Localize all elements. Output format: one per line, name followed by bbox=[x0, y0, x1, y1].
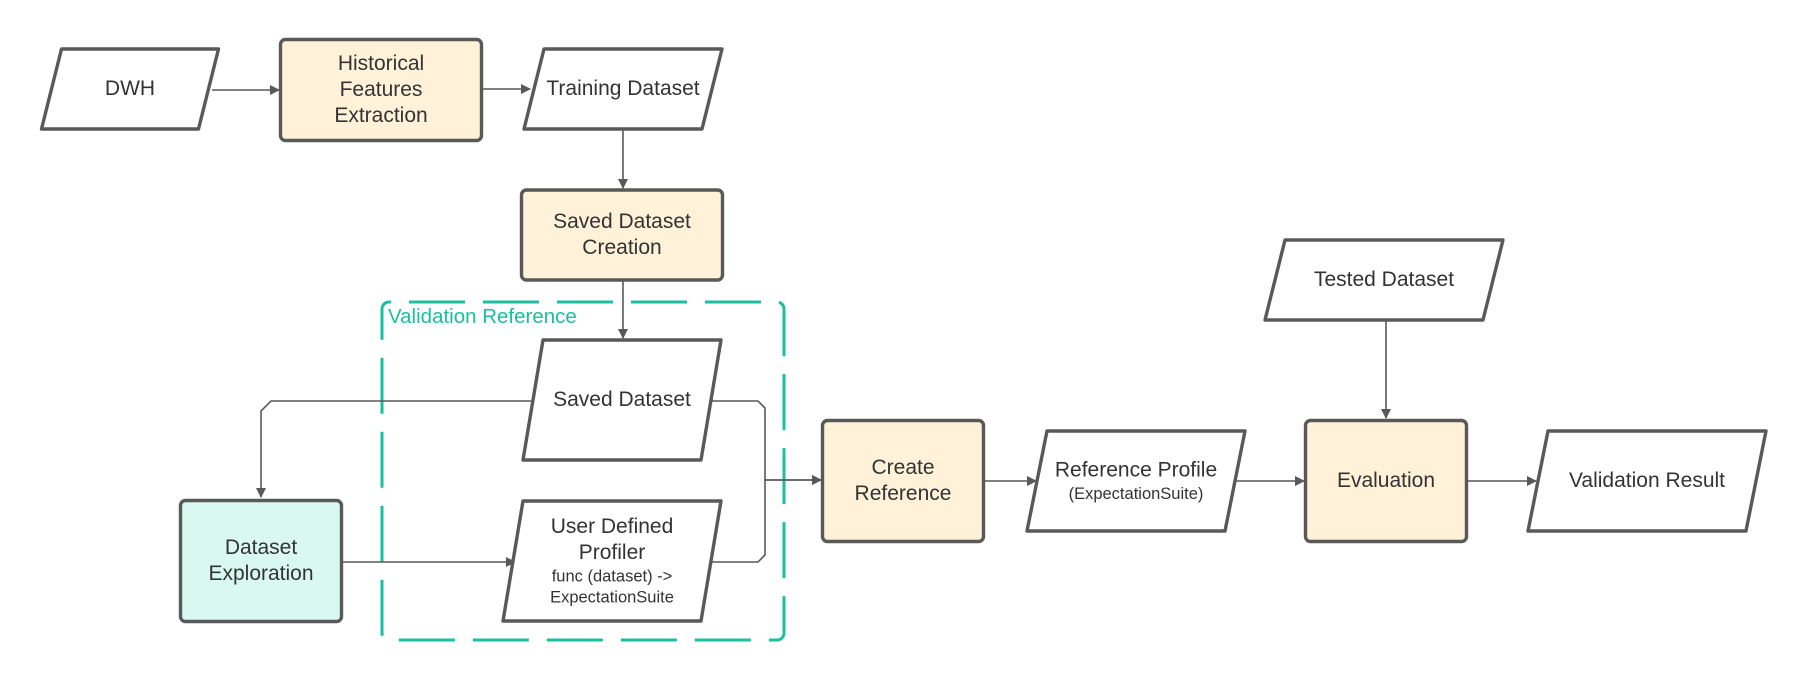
dataset-exploration-label: Exploration bbox=[208, 562, 313, 585]
historical-features-label: Historical bbox=[338, 52, 424, 75]
dataset-exploration-shape bbox=[178, 498, 344, 624]
validation-result-label: Validation Result bbox=[1569, 469, 1725, 492]
user-defined-profiler-sublabel: func (dataset) -> bbox=[552, 568, 673, 586]
evaluation-label: Evaluation bbox=[1337, 469, 1435, 492]
user-defined-profiler-shape bbox=[501, 499, 723, 623]
dwh-shape bbox=[39, 47, 221, 131]
edge-saved-dataset-to-dataset-exploration bbox=[256, 400, 537, 498]
edge-saved-dataset-to-create-reference bbox=[705, 400, 822, 485]
reference-profile-label: Reference Profile bbox=[1055, 459, 1217, 482]
tested-dataset-shape bbox=[1263, 238, 1505, 322]
saved-dataset-creation-label: Creation bbox=[582, 236, 661, 259]
saved-dataset-creation-shape bbox=[519, 188, 725, 282]
dwh-label: DWH bbox=[105, 77, 155, 100]
validation-reference-border bbox=[380, 300, 786, 642]
evaluation-node: Evaluation bbox=[1303, 418, 1469, 544]
create-reference-label: Create bbox=[871, 456, 934, 479]
tested-dataset-label: Tested Dataset bbox=[1314, 268, 1454, 291]
create-reference-label: Reference bbox=[855, 482, 952, 505]
validation-reference-label: Validation Reference bbox=[388, 305, 577, 328]
dwh-node: DWH bbox=[39, 47, 221, 131]
training-dataset-shape bbox=[522, 47, 724, 131]
create-reference-shape bbox=[820, 418, 986, 544]
user-defined-profiler-label: User Defined bbox=[551, 515, 674, 538]
edge-user-defined-profiler-to-create-reference bbox=[710, 475, 822, 563]
tested-dataset-node: Tested Dataset bbox=[1263, 238, 1505, 322]
evaluation-shape bbox=[1303, 418, 1469, 544]
user-defined-profiler-label: Profiler bbox=[579, 541, 646, 564]
training-dataset-node: Training Dataset bbox=[522, 47, 724, 131]
saved-dataset-label: Saved Dataset bbox=[553, 388, 691, 411]
historical-features-shape bbox=[278, 37, 484, 143]
saved-dataset-shape bbox=[521, 338, 723, 462]
dataset-exploration-label: Dataset bbox=[225, 536, 298, 559]
reference-profile-shape bbox=[1025, 429, 1247, 533]
validation-reference-group: Validation Reference bbox=[380, 300, 786, 642]
saved-dataset-node: Saved Dataset bbox=[521, 338, 723, 462]
validation-result-shape bbox=[1526, 429, 1768, 533]
reference-profile-sublabel: (ExpectationSuite) bbox=[1069, 485, 1204, 503]
training-dataset-label: Training Dataset bbox=[546, 77, 699, 100]
historical-features-label: Extraction bbox=[334, 104, 427, 127]
reference-profile-node: Reference Profile (ExpectationSuite) bbox=[1025, 429, 1247, 533]
saved-dataset-creation-label: Saved Dataset bbox=[553, 210, 691, 233]
historical-features-label: Features bbox=[340, 78, 423, 101]
validation-result-node: Validation Result bbox=[1526, 429, 1768, 533]
user-defined-profiler-sublabel: ExpectationSuite bbox=[550, 589, 674, 607]
